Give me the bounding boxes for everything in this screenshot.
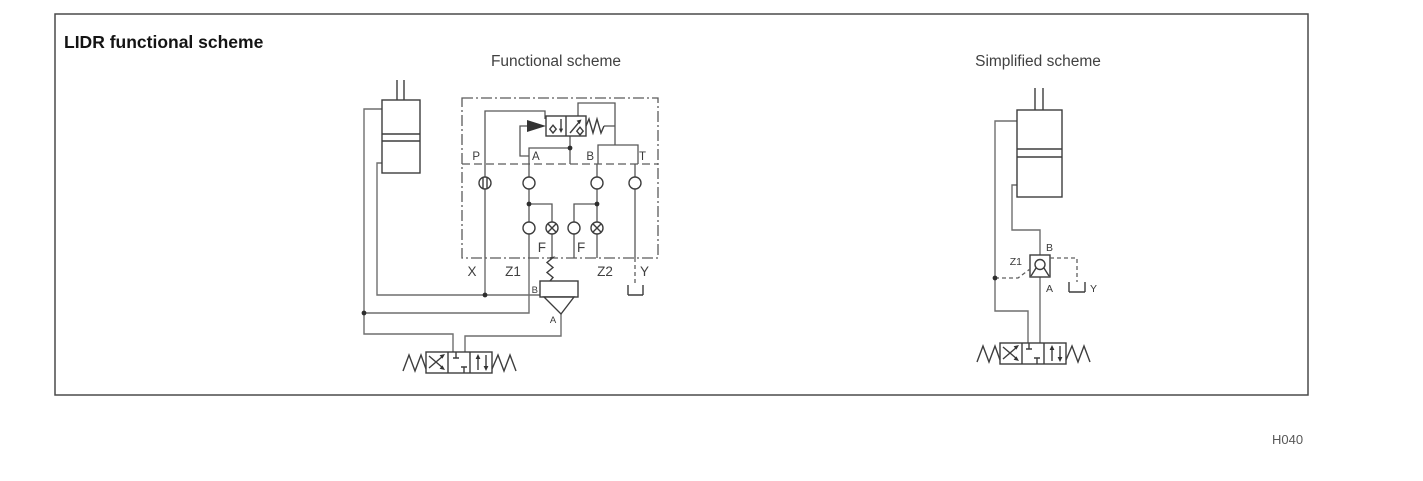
- functional-scheme: P A B T X Z1 Z2 Y F F B A: [361, 80, 659, 374]
- port-circle-a-icon: [522, 176, 536, 190]
- orifice-label-f2: F: [577, 240, 585, 255]
- simplified-label-y: Y: [1090, 283, 1097, 295]
- simplified-label-z1: Z1: [1010, 256, 1022, 268]
- simplified-label-a: A: [1046, 283, 1053, 295]
- pilot-spring-icon: [585, 116, 605, 136]
- drain-symbol-y-icon: [1068, 282, 1086, 293]
- functional-piping: [363, 108, 562, 352]
- simplified-scheme: B A Z1 Y: [976, 88, 1097, 365]
- pilot-line-z1: [995, 268, 1031, 279]
- plug-circle-f2-icon: [590, 221, 604, 235]
- orifice-label-f1: F: [538, 240, 546, 255]
- functional-drain-y-icon: [627, 258, 644, 296]
- port-orifice-p-icon: [478, 176, 492, 190]
- check-valve-label-b: B: [532, 285, 538, 296]
- port-label-a: A: [532, 151, 540, 163]
- port-label-p: P: [472, 151, 480, 163]
- solenoid-right-icon: [491, 353, 517, 373]
- functional-junctions: [361, 145, 600, 316]
- solenoid-left-icon: [402, 352, 427, 373]
- port-circle-t-icon: [628, 176, 642, 190]
- port-circle-z1-icon: [522, 221, 536, 235]
- simplified-scheme-title: Simplified scheme: [975, 53, 1101, 70]
- port-label-x: X: [467, 264, 476, 279]
- functional-scheme-title: Functional scheme: [491, 53, 621, 70]
- simplified-piping: [994, 120, 1041, 343]
- pilot-valve-icon: [484, 102, 639, 164]
- document-code: H040: [1272, 432, 1303, 447]
- plug-circle-f1-icon: [545, 221, 559, 235]
- port-label-z2: Z2: [597, 264, 613, 279]
- page-title: LIDR functional scheme: [64, 32, 264, 52]
- frame-border: [54, 13, 1309, 396]
- port-label-t: T: [639, 151, 646, 163]
- manifold-border: [461, 97, 659, 259]
- simplified-check-valve-icon: [995, 254, 1086, 293]
- port-label-y: Y: [640, 264, 649, 279]
- simplified-directional-valve-icon: [976, 342, 1091, 365]
- simplified-junction: [992, 275, 998, 281]
- functional-directional-valve-icon: [402, 351, 517, 374]
- port-circle-b-icon: [590, 176, 604, 190]
- solenoid-right-icon: [1065, 344, 1091, 364]
- solenoid-left-icon: [976, 343, 1001, 364]
- functional-cylinder-icon: [381, 80, 421, 174]
- simplified-cylinder-icon: [1016, 88, 1063, 198]
- drain-line-y: [1050, 257, 1078, 282]
- functional-manifold: [461, 97, 659, 259]
- port-label-b: B: [586, 151, 594, 163]
- functional-check-valve-icon: [539, 256, 579, 316]
- simplified-label-b: B: [1046, 242, 1053, 254]
- port-circle-z2-icon: [567, 221, 581, 235]
- pilot-actuator-icon: [527, 120, 546, 132]
- port-label-z1: Z1: [505, 264, 521, 279]
- check-valve-label-a: A: [550, 315, 557, 326]
